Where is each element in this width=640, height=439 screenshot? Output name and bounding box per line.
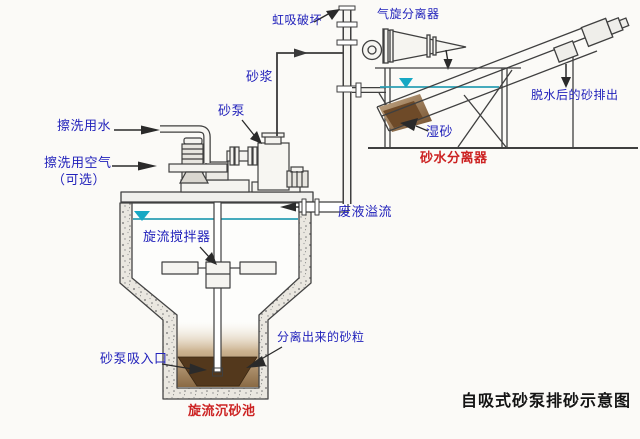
separated-sand-arrow [246, 356, 266, 368]
tank-lid [120, 191, 314, 203]
cyclone-cone [382, 28, 467, 64]
sand-pump-arrow [250, 131, 262, 144]
wash-water-pipe [160, 125, 211, 163]
label-sand-water-separator: 砂水分离器 [420, 151, 488, 166]
pump-motor-cap [183, 137, 203, 145]
diagram-title: 自吸式砂泵排砂示意图 [461, 391, 632, 410]
wash-water-arrow [141, 125, 160, 135]
agitator-impeller [161, 261, 277, 289]
label-wash-water: 擦洗用水 [57, 119, 112, 134]
pump-port-flange [261, 132, 285, 138]
label-wet-sand: 湿砂 [426, 125, 454, 140]
pipe-flange [336, 39, 358, 46]
label-separated-sand: 分离出来的砂粒 [277, 330, 365, 344]
sand-discharge [552, 40, 579, 88]
label-sand-pump: 砂泵 [218, 104, 246, 119]
water-level-symbol [134, 211, 150, 221]
agitator-shaft-tip [212, 367, 223, 377]
downcomer-pipe [336, 5, 386, 204]
conveyor-motor [580, 16, 630, 48]
label-vortex-agitator: 旋流搅拌器 [143, 230, 211, 245]
suction-arrow [189, 363, 207, 375]
label-waste-overflow: 废液溢流 [338, 205, 393, 220]
pipe-flange [336, 21, 358, 28]
separator-overflow-stub [352, 82, 386, 98]
cyclone-discharge-arrow [443, 49, 453, 70]
label-wash-air-optional: （可选） [52, 173, 107, 188]
sand-water-separator-unit [368, 16, 638, 149]
wet-sand-arrow [400, 118, 429, 132]
separator-water-symbol [399, 78, 413, 88]
leader-arrows [161, 9, 340, 375]
settling-tank [119, 191, 349, 400]
label-wash-air: 擦洗用空气 [44, 156, 112, 171]
label-cyclone-separator: 气旋分离器 [377, 7, 440, 21]
slurry-line [276, 48, 343, 136]
agitator-arrow [205, 252, 217, 265]
aux-motor [286, 166, 309, 188]
slurry-flow-arrow [294, 48, 308, 58]
bearing-plate [168, 163, 228, 173]
label-vortex-settling-tank: 旋流沉砂池 [188, 404, 256, 419]
overflow-fitting [280, 198, 349, 216]
label-pump-suction: 砂泵吸入口 [100, 352, 168, 367]
inlet-arrows [112, 125, 160, 171]
label-siphon-break: 虹吸破坏 [272, 13, 323, 27]
label-slurry: 砂浆 [246, 70, 274, 85]
pump-assembly [160, 125, 309, 193]
wash-air-arrow [138, 161, 157, 171]
concrete-walls [119, 202, 312, 400]
siphon-break-arrow [326, 9, 340, 20]
label-dewatered-sand-out: 脱水后的砂排出 [531, 88, 619, 102]
sand-out-arrow [561, 77, 571, 88]
motor-bell [178, 171, 210, 184]
cyclone-separator-unit [361, 28, 467, 70]
overflow-arrow [280, 202, 296, 212]
pump-body [257, 142, 290, 191]
